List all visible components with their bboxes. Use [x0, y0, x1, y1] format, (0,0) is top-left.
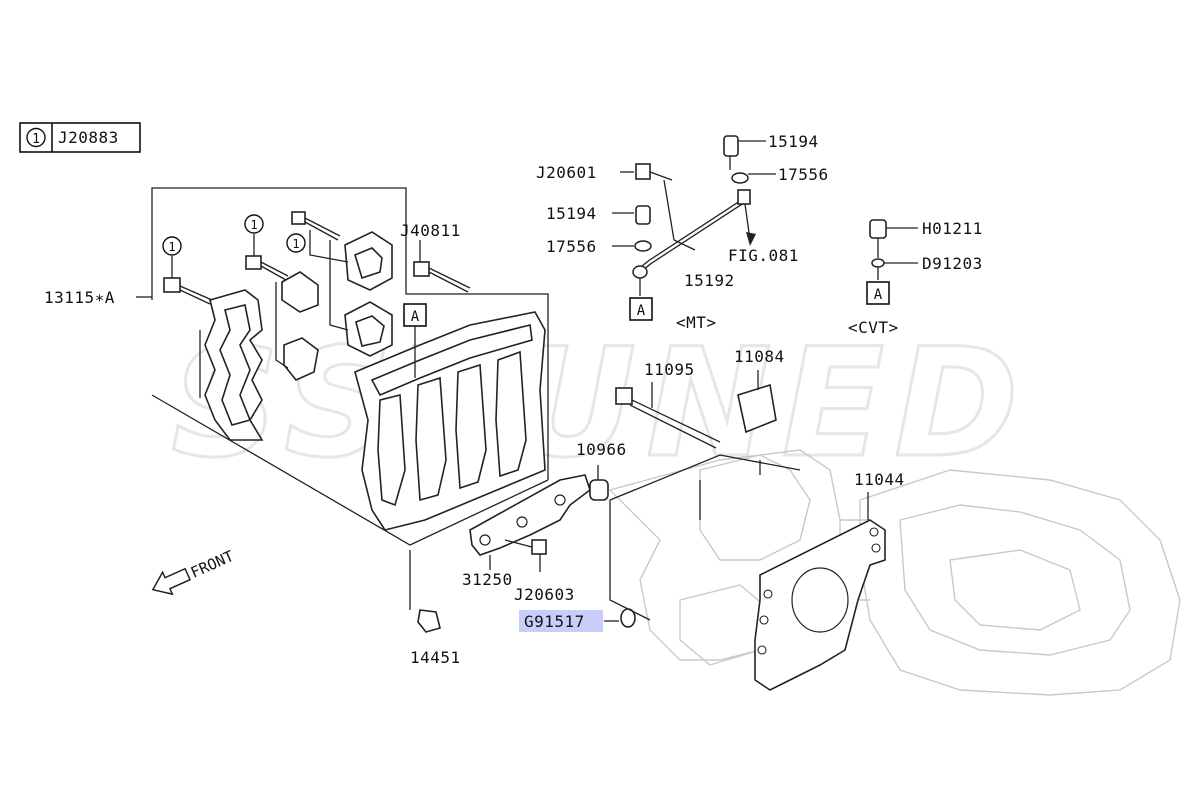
label-15194-top: 15194 — [768, 132, 819, 151]
circle-mark-icon — [286, 233, 306, 253]
block-bracket-lines — [609, 454, 801, 621]
cylinder-head: A — [354, 303, 546, 531]
header-code-box: 1 J20883 — [19, 122, 141, 153]
box-mark-text: A — [874, 287, 883, 303]
circle-mark-text: 1 — [32, 132, 40, 147]
box-mark-text: A — [637, 303, 646, 319]
cam-cap-upper-right — [344, 231, 393, 291]
cam-cap-lower-right — [344, 301, 393, 357]
bolt-j40811 — [413, 240, 471, 293]
circle-mark-icon — [26, 127, 46, 148]
head-bracket-outline — [136, 187, 549, 546]
plug-10966 — [589, 465, 609, 501]
gasket-31250 — [469, 474, 591, 570]
bolt-11095 — [615, 382, 721, 449]
label-17556-top: 17556 — [778, 165, 829, 184]
label-j20601: J20601 — [536, 163, 597, 182]
label-g91517: G91517 — [524, 612, 585, 631]
cam-bracket-left — [204, 289, 264, 441]
oil-pipe-mt: A — [612, 135, 776, 321]
bolt-j20603 — [504, 539, 547, 572]
label-11084: 11084 — [734, 347, 785, 366]
circle-mark-text: 1 — [250, 218, 257, 232]
label-17556-mid: 17556 — [546, 237, 597, 256]
label-j40811: J40811 — [400, 221, 461, 240]
label-fig081: FIG.081 — [728, 246, 799, 265]
gasket-11044 — [754, 492, 886, 691]
cam-cap-small-upper — [281, 271, 319, 313]
header-code: J20883 — [58, 128, 119, 147]
label-11095: 11095 — [644, 360, 695, 379]
bolt-mid: 1 — [244, 214, 289, 281]
label-15192: 15192 — [684, 271, 735, 290]
circle-mark-text: 1 — [168, 240, 175, 254]
front-label: FRONT — [188, 547, 237, 582]
circle-mark-icon — [162, 236, 182, 256]
label-g91517-highlight — [519, 610, 603, 632]
front-arrow-icon — [151, 567, 192, 596]
front-arrow: FRONT — [151, 547, 237, 596]
label-31250: 31250 — [462, 570, 513, 589]
plug-14451 — [409, 550, 441, 633]
seal-g91517 — [604, 608, 636, 628]
label-14451: 14451 — [410, 648, 461, 667]
circle-mark-text: 1 — [292, 237, 299, 251]
label-cvt: <CVT> — [848, 318, 899, 337]
label-d91203: D91203 — [922, 254, 983, 273]
label-11044: 11044 — [854, 470, 905, 489]
callout-lines-head — [199, 230, 349, 398]
label-10966: 10966 — [576, 440, 627, 459]
part-labels: 13115∗A J40811 J20601 15194 17556 15194 … — [44, 132, 983, 667]
label-j20603: J20603 — [514, 585, 575, 604]
bolt-assembly-cvt: A — [866, 219, 918, 305]
label-h01211: H01211 — [922, 219, 983, 238]
circle-mark-icon — [244, 214, 264, 234]
label-15194-mid: 15194 — [546, 204, 597, 223]
part-11084 — [737, 370, 777, 434]
bolt-left: 1 — [162, 236, 213, 305]
label-mt: <MT> — [676, 313, 717, 332]
label-13115: 13115∗A — [44, 288, 115, 307]
box-mark-text: A — [411, 309, 420, 325]
bolt-right: 1 — [286, 211, 341, 253]
